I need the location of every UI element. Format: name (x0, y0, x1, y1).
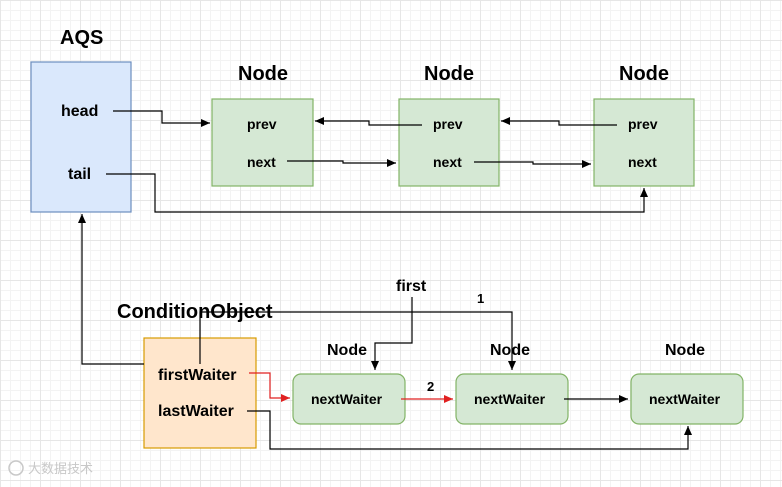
node-3-prev: prev (628, 116, 658, 132)
waiter-3-box (630, 373, 744, 425)
waiter-3-title: Node (665, 342, 705, 359)
node2-prev-arrow (315, 117, 422, 126)
node-3-next: next (628, 154, 657, 170)
waiter-1-title: Node (327, 342, 367, 359)
node-2-box (398, 98, 500, 187)
node3-prev-arrow (501, 117, 617, 126)
node-2-next: next (433, 154, 462, 170)
step-1-label: 1 (477, 291, 484, 306)
condition-last-waiter: lastWaiter (158, 403, 234, 420)
watermark-logo-icon (8, 460, 24, 476)
node-1-prev: prev (247, 116, 277, 132)
node-3-title: Node (619, 63, 669, 85)
condition-to-aqs-arrow (78, 214, 144, 365)
node-3-box (593, 98, 695, 187)
watermark: 大数据技术 (8, 460, 93, 476)
node-1-title: Node (238, 63, 288, 85)
first-waiter-red-arrow (249, 372, 290, 402)
node-2-title: Node (424, 63, 474, 85)
step-2-label: 2 (427, 379, 434, 394)
tail-to-node3-arrow (106, 173, 648, 213)
watermark-text: 大数据技术 (28, 461, 93, 476)
waiter-2-title: Node (490, 342, 530, 359)
head-to-node1-arrow (113, 110, 210, 127)
node-2-prev: prev (433, 116, 463, 132)
aqs-tail-label: tail (68, 166, 91, 183)
first-label: first (396, 278, 427, 295)
last-waiter-arrow (247, 410, 692, 450)
waiter-1-field: nextWaiter (311, 391, 383, 407)
waiter-2-field: nextWaiter (474, 391, 546, 407)
first-pointer-arrow (371, 297, 413, 370)
aqs-box (30, 61, 132, 213)
node2-next-arrow (474, 160, 591, 168)
condition-first-waiter: firstWaiter (158, 367, 237, 384)
node1-next-arrow (287, 159, 396, 167)
node-1-next: next (247, 154, 276, 170)
waiter-3-field: nextWaiter (649, 391, 721, 407)
aqs-head-label: head (61, 103, 98, 120)
step-1-arrow (199, 311, 516, 370)
condition-title: ConditionObject (117, 301, 273, 323)
aqs-title: AQS (60, 27, 103, 49)
node-1-box (211, 98, 314, 187)
